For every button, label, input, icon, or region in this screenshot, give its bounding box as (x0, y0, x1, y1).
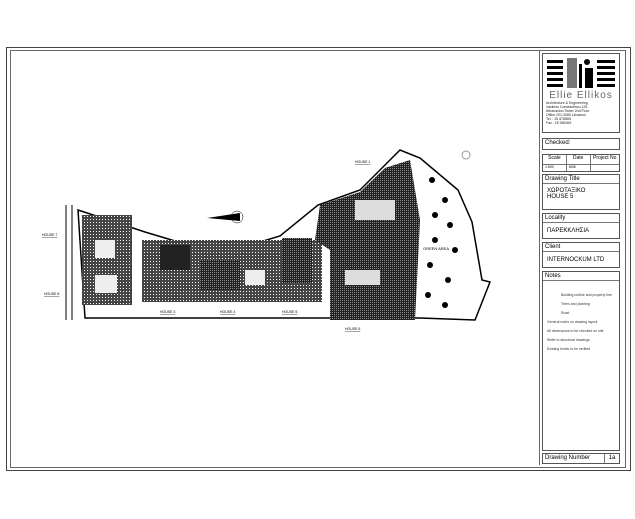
client-label: Client (543, 243, 619, 252)
drawing-title-line: HOUSE 5 (547, 194, 574, 200)
company-name: Ellie Ellikos (549, 90, 613, 101)
green-area-label: GREEN AREA (423, 246, 449, 251)
north-arrow-icon (207, 213, 240, 221)
trees (425, 177, 458, 308)
info-table: Scale Date Project No 1:500 6/08 (542, 154, 620, 172)
drawing-number-value: 1a (608, 455, 616, 461)
drawing-title-label: Drawing Title (543, 175, 619, 184)
note-item: Trees and planting (561, 302, 590, 306)
notes-list: Building outline and property line Trees… (543, 281, 619, 354)
project-no-header: Project No (590, 155, 619, 165)
company-logo (547, 58, 615, 88)
house-label: HOUSE 6 (345, 327, 360, 331)
note-item: All dimensions to be checked on site (547, 329, 604, 333)
date-value: 6/08 (567, 164, 591, 171)
note-item: General notes on drawing layout (547, 320, 598, 324)
phone: Tel. : 25 878865 (546, 117, 571, 121)
company-subtitle: Architecture & Engineering (546, 101, 588, 105)
date-header: Date (566, 155, 591, 165)
house-label: HOUSE 5 (282, 310, 297, 314)
site-plan: GREEN AREA HOUSE 7 HOUSE 8 HOUSE 3 HOUSE… (42, 149, 492, 331)
address-line: Athanasiou Tower 2nd Floor (546, 109, 590, 113)
drawing-number-label: Drawing Number (543, 454, 605, 463)
address-line: Office 201-3080 Limassol (546, 113, 586, 117)
client-value: INTERNOCKUM LTD (547, 257, 605, 263)
company-block: Ellie Ellikos Architecture & Engineering… (542, 53, 620, 133)
note-item: Refer to structural drawings (547, 338, 590, 342)
note-item: Road (561, 311, 570, 315)
project-no-value (591, 165, 620, 172)
address-line: Vasileos Constantinou 129 (546, 105, 588, 109)
note-item: Existing levels to be verified (547, 347, 591, 351)
house-label: HOUSE 4 (220, 310, 235, 314)
fax: Fax : 25 382069 (546, 121, 572, 125)
locality-value: ΠΑΡΕΚΚΛΗΣΙΑ (547, 228, 590, 234)
drawing-frame (10, 50, 626, 468)
house-label: HOUSE 3 (160, 310, 175, 314)
locality-label: Locality (543, 214, 619, 223)
scale-value: 1:500 (543, 164, 567, 171)
house-label: HOUSE 8 (44, 292, 59, 296)
note-item: Building outline and property line (561, 293, 612, 297)
checked-label: Checked: (545, 140, 571, 146)
title-block: Ellie Ellikos Architecture & Engineering… (539, 51, 624, 465)
house-label: HOUSE 1 (355, 160, 370, 164)
house-label: HOUSE 7 (42, 233, 57, 237)
sheet-border (6, 47, 631, 471)
scale-header: Scale (543, 155, 567, 165)
drawing-title-line: ΧΩΡΟΤΑΞΙΚΟ (547, 188, 586, 194)
notes-label: Notes (543, 272, 619, 281)
compass-icon (461, 150, 471, 160)
